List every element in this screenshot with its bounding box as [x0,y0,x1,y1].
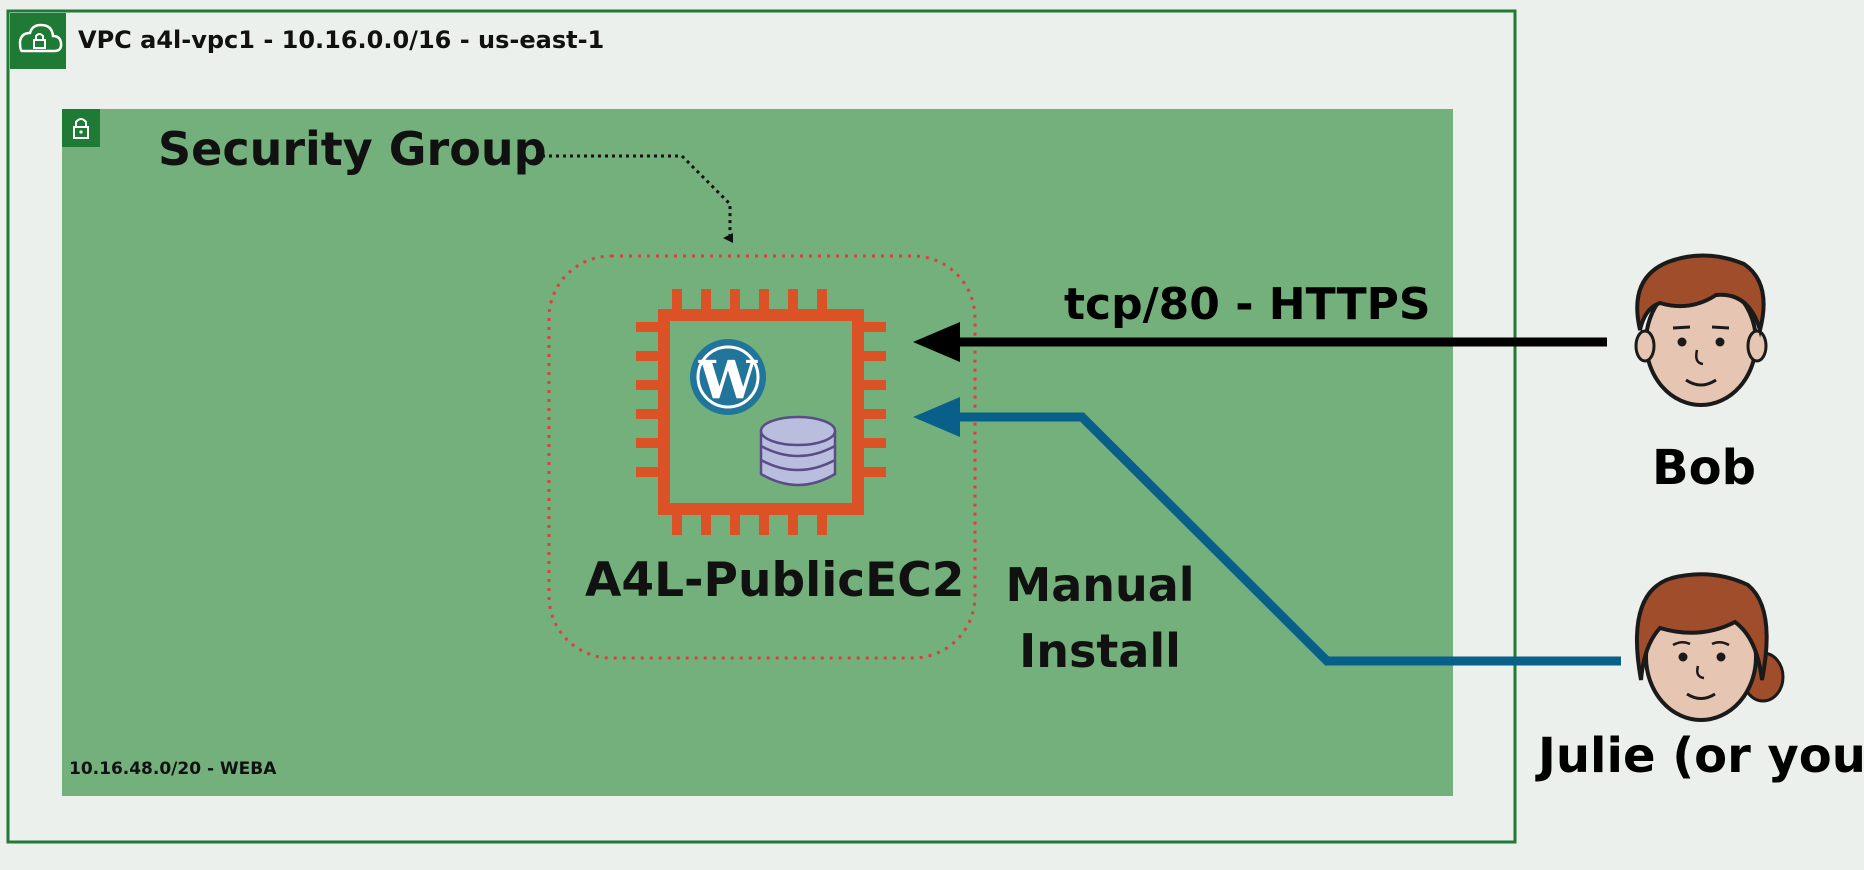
vpc-title: VPC a4l-vpc1 - 10.16.0.0/16 - us-east-1 [78,26,605,54]
chip-pin [862,380,886,390]
chip-pin [862,467,886,477]
chip-pin [672,289,682,311]
chip-pin [817,513,827,535]
chip-pin [862,438,886,448]
chip-pin [759,513,769,535]
chip-pin [636,380,660,390]
chip-pin [788,513,798,535]
wordpress-icon: W [690,339,766,415]
chip-pin [636,322,660,332]
chip-pin [636,467,660,477]
subnet-label: 10.16.48.0/20 - WEBA [69,759,277,779]
security-group-pointer [542,154,733,243]
chip-pin [701,289,711,311]
chip-pin [788,289,798,311]
padlock-icon [62,109,100,147]
security-group-label: Security Group [158,122,547,176]
chip-pin [636,409,660,419]
web-traffic-arrow [913,322,1607,362]
ec2-chip-icon [636,289,886,535]
bob-avatar [1634,253,1768,407]
chip-pin [817,289,827,311]
database-icon [759,415,837,487]
chip-pin [730,513,740,535]
chip-pin [636,351,660,361]
chip-pin [862,351,886,361]
person-label-julie: Julie (or you) [1538,728,1864,784]
manual-install-arrow [913,397,1621,666]
chip-pin [672,513,682,535]
svg-text:W: W [698,350,759,411]
instance-label: A4L-PublicEC2 [585,553,965,608]
person-label-bob: Bob [1652,440,1756,496]
chip-pin [701,513,711,535]
chip-pin [730,289,740,311]
chip-pin [862,409,886,419]
cloud-lock-icon [10,13,66,69]
chip-pin [636,438,660,448]
subnet-area [62,109,1453,796]
web-traffic-label: tcp/80 - HTTPS [1064,279,1431,330]
chip-pin [862,322,886,332]
manual-install-label: Manual Install [1005,558,1195,678]
chip-pin [759,289,769,311]
julie-avatar [1634,572,1785,722]
